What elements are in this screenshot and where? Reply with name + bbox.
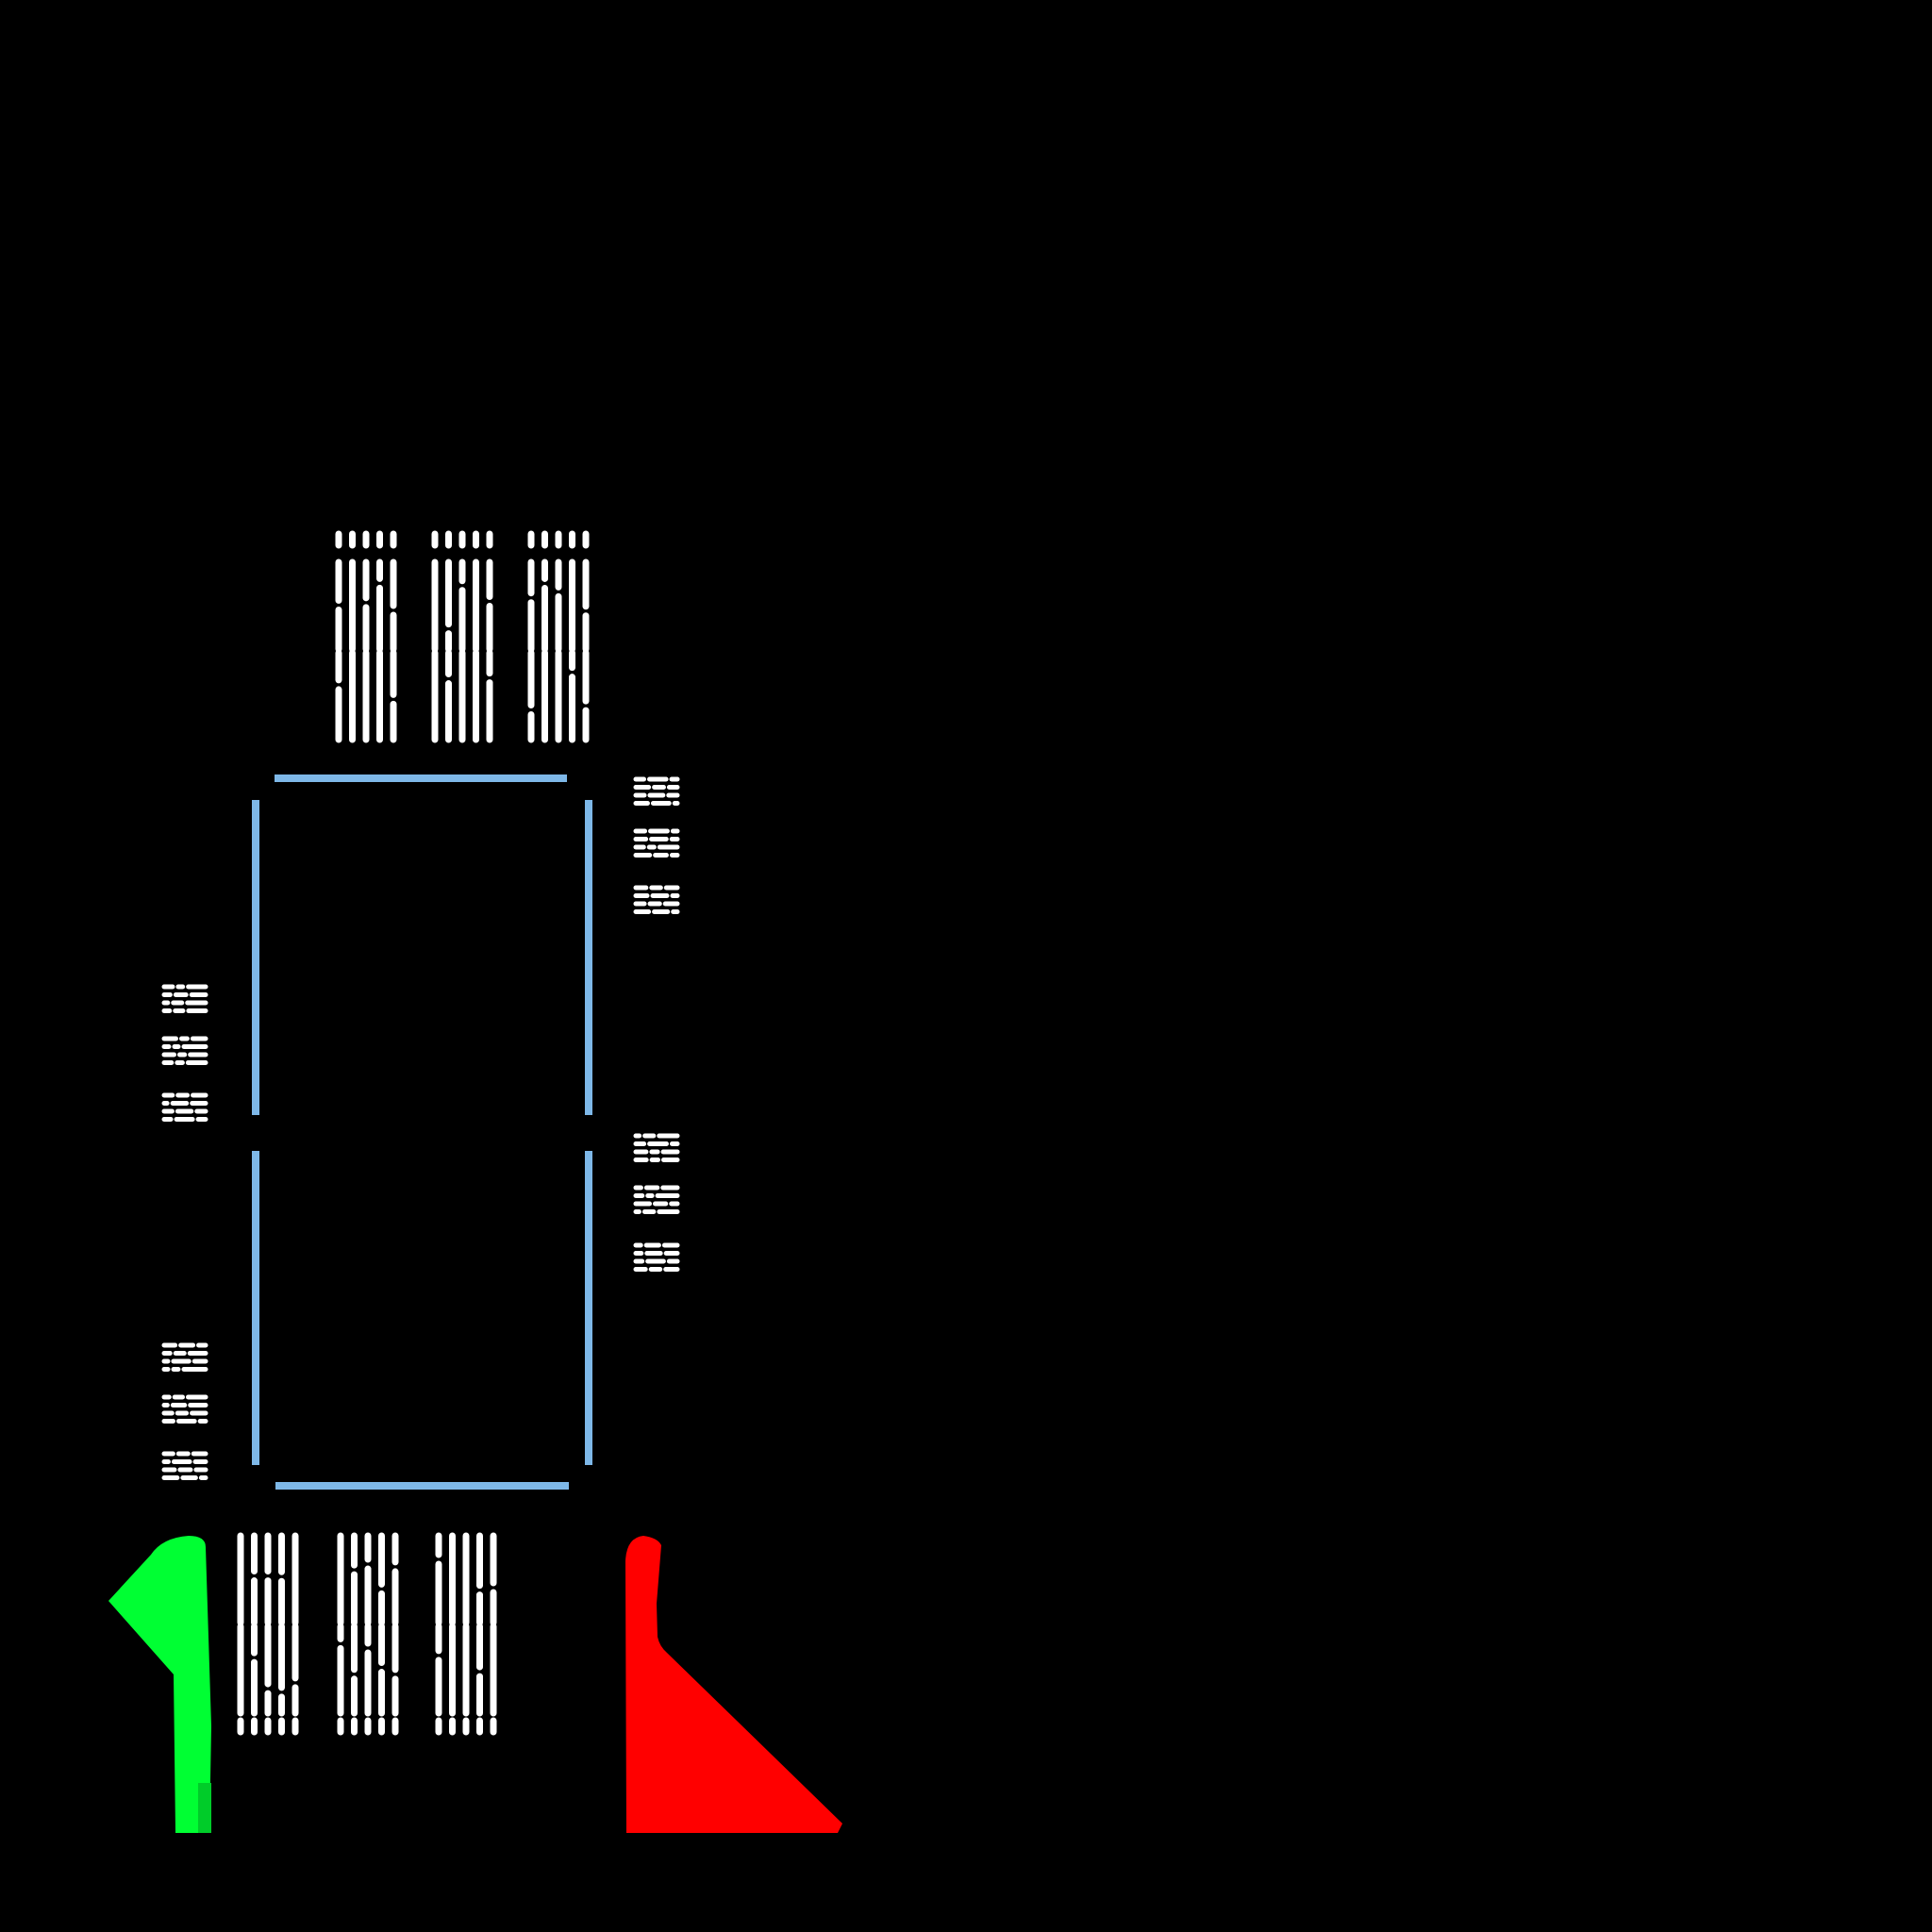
green-player-shadow	[198, 1783, 211, 1833]
court-outline	[252, 774, 592, 1490]
green-player-marker	[108, 1536, 211, 1833]
red-player-marker	[625, 1536, 842, 1833]
crowd-glyphs	[161, 530, 680, 1736]
